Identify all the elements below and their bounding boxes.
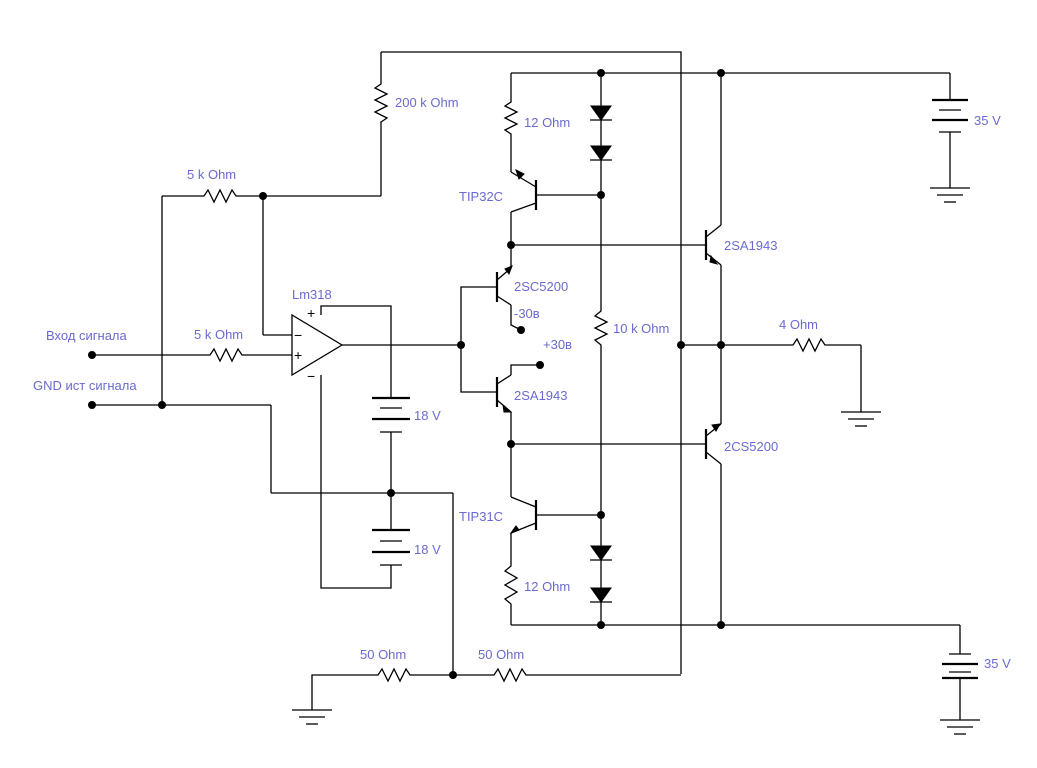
transistor-2sc5200-driver [495, 265, 513, 306]
label-10k: 10 k Ohm [613, 321, 669, 336]
label-18v-top: 18 V [414, 408, 441, 423]
label-input-signal: Вход сигнала [46, 328, 128, 343]
wires [92, 51, 961, 720]
battery-35v-bottom [942, 653, 978, 680]
junction-nodes [88, 69, 725, 679]
ground-top-right [930, 187, 970, 203]
opamp-minus-pin: − [294, 327, 302, 343]
label-input-gnd: GND ист сигнала [33, 378, 137, 393]
opamp-minus-supply: − [307, 368, 315, 384]
resistor-12-bottom [503, 560, 519, 610]
resistor-5k-top [198, 188, 240, 204]
label-50-right: 50 Ohm [478, 647, 524, 662]
ground-bottom-right [940, 719, 980, 735]
label-200k: 200 k Ohm [395, 95, 459, 110]
label-lm318: Lm318 [292, 287, 332, 302]
opamp-plus-supply: + [307, 305, 315, 321]
label-35v-top: 35 V [974, 113, 1001, 128]
label-18v-bottom: 18 V [414, 542, 441, 557]
label-35v-bottom: 35 V [984, 656, 1011, 671]
diode-bottom-2 [590, 587, 612, 603]
label-tip32c: TIP32C [459, 189, 503, 204]
label-2sc5200: 2SC5200 [514, 279, 568, 294]
battery-18v-top [372, 396, 410, 433]
diode-top-1 [590, 105, 612, 121]
diode-bottom-1 [590, 545, 612, 561]
resistor-50-right [488, 667, 532, 683]
transistor-2sa1943-driver [495, 374, 513, 413]
resistor-10k [593, 305, 609, 350]
label-2sa1943-output: 2SA1943 [724, 238, 778, 253]
ground-bottom-left [292, 709, 332, 725]
label-4ohm: 4 Ohm [779, 317, 818, 332]
label-tip31c: TIP31C [459, 509, 503, 524]
labels: 200 k Ohm 5 k Ohm 5 k Ohm 12 Ohm 12 Ohm … [33, 95, 1011, 671]
label-rail-neg: -30в [514, 306, 540, 321]
resistor-50-left [372, 667, 414, 683]
label-5k-input: 5 k Ohm [194, 327, 243, 342]
resistor-12-top [503, 96, 519, 140]
label-50-left: 50 Ohm [360, 647, 406, 662]
transistor-tip32c [510, 169, 538, 213]
label-12-top: 12 Ohm [524, 115, 570, 130]
ground-load [841, 411, 881, 427]
transistor-tip31c [509, 496, 538, 535]
battery-18v-bottom [372, 528, 410, 566]
diode-top-2 [590, 145, 612, 161]
label-2sa1943-driver: 2SA1943 [514, 388, 568, 403]
opamp-lm318 [291, 313, 344, 377]
resistor-200k [373, 78, 389, 128]
battery-35v-top [932, 98, 968, 133]
transistor-2sa1943-output [704, 224, 722, 266]
resistor-5k-input [204, 347, 248, 363]
opamp-plus-pin: + [294, 347, 302, 363]
label-rail-pos: +30в [543, 337, 572, 352]
label-12-bottom: 12 Ohm [524, 579, 570, 594]
resistor-4ohm [787, 337, 829, 353]
label-2cs5200-output: 2CS5200 [724, 439, 778, 454]
label-5k-top: 5 k Ohm [187, 167, 236, 182]
transistor-2cs5200-output [704, 423, 722, 465]
